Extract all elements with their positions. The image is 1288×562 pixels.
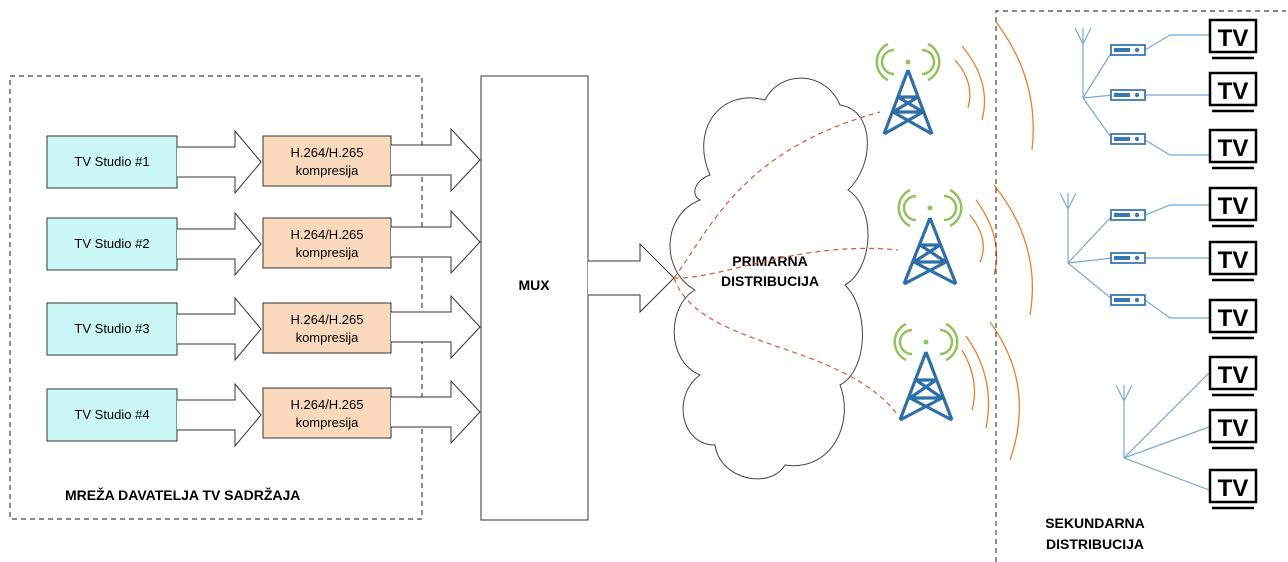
tv-receivers: TV TV TV TV TV TV TV TV TV [1208,18,1258,510]
secondary-group-3 [1115,372,1210,491]
secondary-group-2 [1059,192,1209,319]
svg-text:TV: TV [1218,415,1249,442]
tv-studio-4-box [46,388,178,442]
encoder-3-line1: H.264/H.265 [291,312,364,327]
tower-icon [882,69,934,136]
set-top-box-icon [1110,44,1146,56]
mux-box [480,75,589,521]
primary-distribution-cloud [669,77,869,480]
tv-studio-1-label: TV Studio #1 [74,154,149,169]
set-top-box-icon [1110,133,1146,145]
encoder-2-line1: H.264/H.265 [291,227,364,242]
svg-text:TV: TV [1218,475,1249,502]
arrow-studio-encoder-3 [177,296,262,362]
secondary-group-1 [1074,27,1209,156]
studio-row-4: TV Studio #4 H.264/H.265 kompresija [46,379,481,448]
tv-studio-3-box [46,302,178,356]
tv-icon: TV [1208,408,1258,450]
arrow-studio-encoder-2 [177,211,262,277]
primary-label-line1: PRIMARNA [732,253,807,269]
transmitter-tower-3 [893,322,959,422]
studio-row-2: TV Studio #2 H.264/H.265 kompresija [46,209,481,277]
svg-text:TV: TV [1218,78,1249,105]
encoder-1-box [262,135,392,187]
provider-network-caption: MREŽA DAVATELJA TV SADRŽAJA [65,486,300,503]
arrow-mux-cloud [588,242,675,314]
secondary-label-line2: DISTRIBUCIJA [1046,536,1144,552]
tv-studio-3-label: TV Studio #3 [74,321,149,336]
tv-icon: TV [1208,186,1258,228]
svg-text:TV: TV [1218,247,1249,274]
signal-icon [893,322,959,362]
tv-studio-2-box [46,217,178,271]
tv-studio-2-label: TV Studio #2 [74,236,149,251]
secondary-label-line1: SEKUNDARNA [1045,515,1145,531]
tv-icon: TV [1208,71,1258,113]
svg-text:TV: TV [1218,135,1249,162]
arrow-studio-encoder-4 [177,382,262,448]
tv-studio-1-box [46,135,178,189]
tv-icon: TV [1208,240,1258,282]
arrow-encoder-mux-1 [391,127,481,193]
link-tower-1 [673,111,881,279]
svg-text:TV: TV [1218,305,1249,332]
signal-icon [875,42,941,82]
secondary-frame [995,10,1286,562]
set-top-box-icon [1110,252,1146,264]
arrow-encoder-mux-3 [391,294,481,360]
tower-icon [902,217,958,286]
link-tower-3 [673,277,899,416]
signal-icon [897,188,963,228]
set-top-box-icon [1110,209,1146,221]
tv-icon: TV [1208,18,1258,60]
svg-text:TV: TV [1218,362,1249,389]
svg-text:TV: TV [1218,25,1249,52]
studio-row-1: TV Studio #1 H.264/H.265 kompresija [46,127,481,195]
encoder-3-line2: kompresija [296,330,360,345]
transmitter-tower-2 [897,188,963,286]
transmitter-tower-1 [875,42,941,136]
encoder-3-box [262,302,392,354]
encoder-2-line2: kompresija [296,245,360,260]
provider-network-frame [9,75,423,520]
encoder-4-line2: kompresija [296,415,360,430]
tv-icon: TV [1208,468,1258,510]
encoder-4-line1: H.264/H.265 [291,397,364,412]
encoder-1-line2: kompresija [296,163,360,178]
link-tower-2 [673,247,899,279]
encoder-1-line1: H.264/H.265 [291,145,364,160]
encoder-2-box [262,217,392,269]
set-top-box-icon [1110,89,1146,101]
mux-label: MUX [518,277,550,293]
arrow-studio-encoder-1 [177,129,262,195]
primary-label-line2: DISTRIBUCIJA [721,273,819,289]
encoder-4-box [262,387,392,439]
tv-icon: TV [1208,355,1258,397]
arrow-encoder-mux-4 [391,379,481,445]
set-top-box-icon [1110,294,1146,306]
primary-links [673,111,899,416]
arrow-encoder-mux-2 [391,209,481,275]
tv-icon: TV [1208,298,1258,340]
tv-studio-4-label: TV Studio #4 [74,407,149,422]
tower-icon [898,351,954,422]
tv-icon: TV [1208,128,1258,170]
studio-row-3: TV Studio #3 H.264/H.265 kompresija [46,294,481,362]
svg-text:TV: TV [1218,193,1249,220]
broadcast-waves [954,21,1034,461]
